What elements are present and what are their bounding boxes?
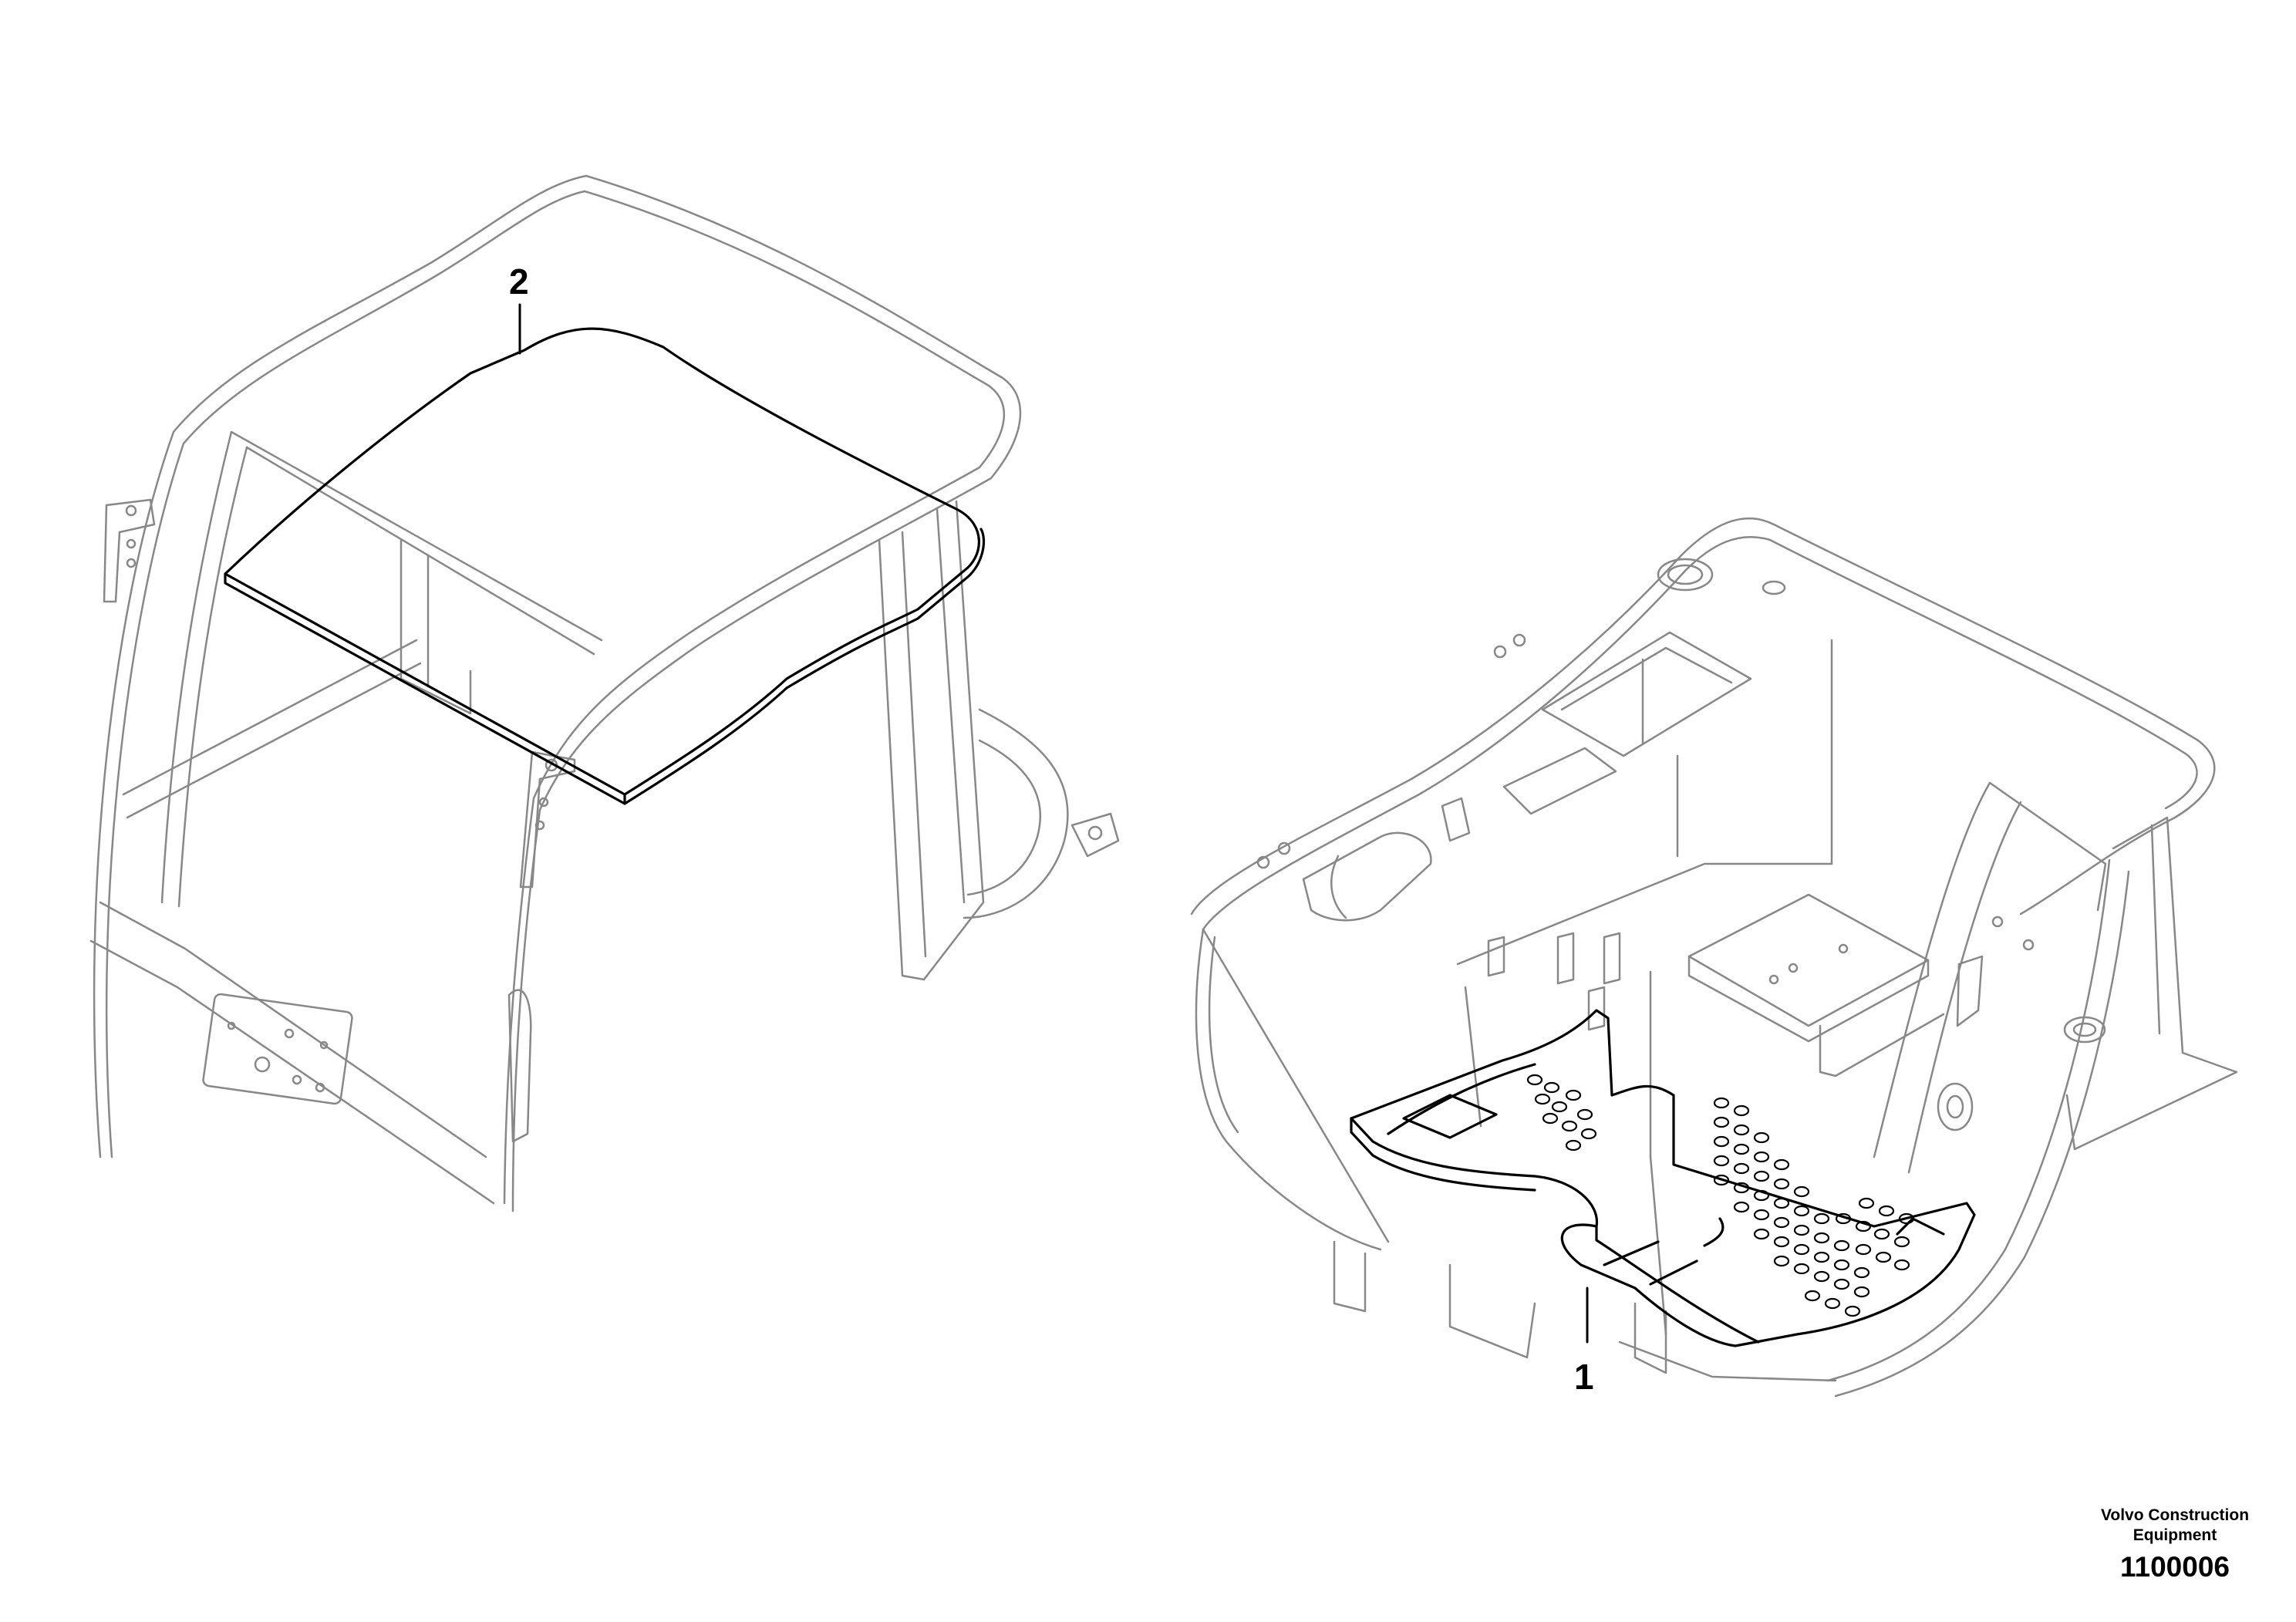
drawing-number: 1100006 <box>2119 1551 2230 1583</box>
cab-frame <box>89 174 1120 1212</box>
company-line-2: Equipment <box>2132 1526 2217 1544</box>
company-line-1: Volvo Construction <box>2100 1506 2250 1524</box>
callout-label-2: 2 <box>509 261 529 302</box>
company-name: Volvo Construction Equipment <box>2082 1506 2267 1546</box>
floor-mat-part <box>1350 1009 1976 1347</box>
callout-label-1: 1 <box>1574 1357 1594 1397</box>
roof-panel-part <box>224 327 986 805</box>
platform-frame <box>1190 518 2238 1398</box>
